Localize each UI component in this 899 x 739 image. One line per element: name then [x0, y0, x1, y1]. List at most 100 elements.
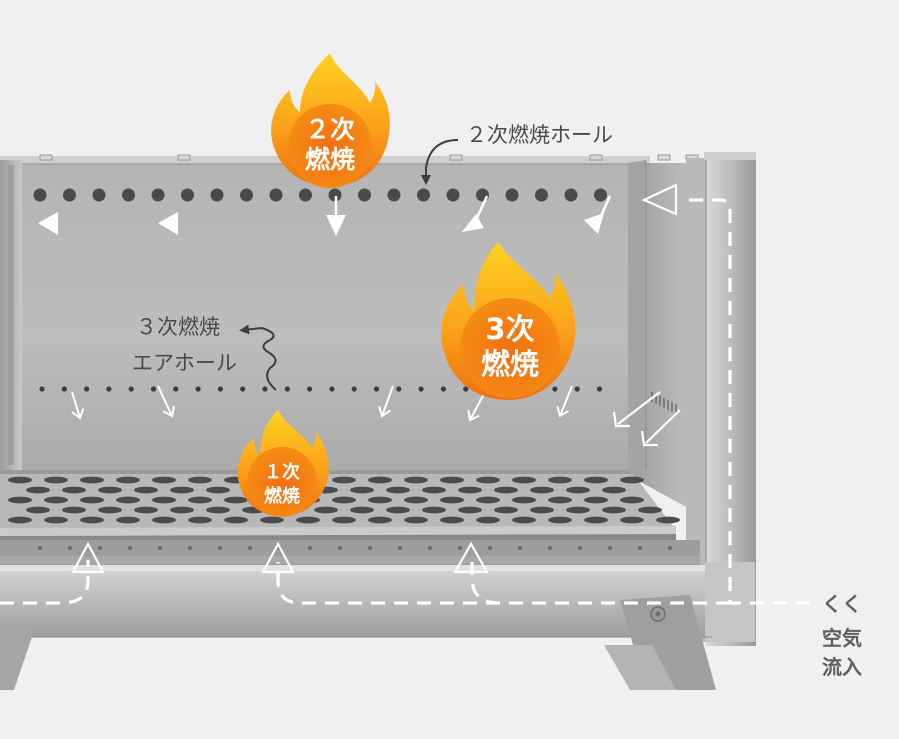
grate-hole	[440, 516, 464, 524]
base-hole	[308, 546, 312, 550]
base-hole	[398, 546, 402, 550]
airflow-path	[0, 198, 810, 605]
hole	[358, 188, 371, 202]
grate-hole	[350, 506, 374, 514]
grate-hole	[620, 476, 644, 484]
hole	[552, 386, 558, 392]
hole	[150, 386, 157, 392]
hole	[418, 386, 424, 392]
grate-hole	[530, 506, 554, 514]
base-hole	[98, 546, 102, 550]
hole	[61, 386, 67, 392]
left-triangle-icon	[38, 212, 58, 235]
air-inflow-line2: 流入	[822, 655, 862, 679]
down-arrow-icon	[381, 385, 394, 417]
grate-hole	[404, 476, 428, 484]
hole	[63, 188, 76, 202]
up-arrow-icon	[453, 541, 489, 574]
grate-hole	[26, 486, 50, 494]
grate-hole	[620, 516, 644, 524]
tertiary-air-label-line1: ３次燃焼	[136, 315, 220, 339]
down-arrow-icon	[469, 391, 486, 421]
hole	[195, 386, 201, 392]
arrowhead	[378, 406, 391, 418]
base-hole	[338, 546, 342, 550]
grate-hole	[116, 476, 140, 484]
grate-hole	[206, 506, 230, 514]
grate-hole	[80, 476, 104, 484]
grate-hole	[584, 516, 608, 524]
grate-hole	[188, 476, 212, 484]
bottom-intake-arrows	[71, 183, 678, 574]
grate-hole	[458, 506, 482, 514]
grate-hole	[566, 506, 590, 514]
hole	[299, 188, 312, 202]
grate-hole	[368, 516, 392, 524]
grate-hole	[224, 516, 248, 524]
base-hole	[188, 546, 192, 550]
grate-hole	[404, 496, 428, 504]
base-hole	[458, 546, 462, 550]
grate-hole	[440, 476, 464, 484]
grate-hole	[314, 506, 338, 514]
grate-hole	[638, 506, 662, 514]
grate-hole	[170, 486, 194, 494]
hole	[535, 188, 548, 202]
base-hole	[668, 546, 672, 550]
grate-hole	[512, 496, 536, 504]
hole	[564, 188, 578, 202]
grate-hole	[98, 506, 122, 514]
grate-hole	[188, 496, 212, 504]
grate-hole	[404, 516, 428, 524]
grate-hole	[368, 496, 392, 504]
tertiary-flame-line2: 燃焼	[481, 347, 539, 381]
grate-hole	[476, 516, 500, 524]
grate-hole	[422, 506, 446, 514]
down-arrow-icon	[559, 385, 573, 417]
tertiary-air-label-line2: エアホール	[132, 351, 237, 375]
grate-hole	[458, 486, 482, 494]
hole	[476, 188, 489, 202]
side-inflow-arrows	[612, 391, 681, 447]
grate-hole	[584, 476, 608, 484]
grate-hole	[422, 486, 446, 494]
secondary-flame: ２次 燃焼	[271, 53, 390, 188]
grate-hole	[386, 486, 410, 494]
grate-hole	[98, 486, 122, 494]
rivet	[657, 154, 671, 161]
hole	[594, 188, 607, 202]
hole	[396, 386, 402, 392]
grate-hole	[494, 486, 518, 494]
secondary-hole-callout: ２次燃焼ホール	[421, 123, 613, 185]
grate-hole	[8, 476, 32, 484]
hole	[92, 188, 106, 202]
grate-hole	[548, 516, 572, 524]
base-hole	[158, 546, 162, 550]
hole	[269, 188, 283, 202]
air-inflow-chevrons: くく	[822, 592, 862, 616]
left-arrow-icon	[641, 183, 678, 216]
fire-grate	[0, 470, 680, 542]
down-triangle-icon	[326, 215, 346, 236]
base-hole	[518, 546, 522, 550]
hole	[217, 386, 223, 392]
hole	[122, 188, 135, 202]
grate-hole	[8, 516, 32, 524]
hole	[84, 386, 90, 392]
hole	[596, 386, 603, 392]
hole	[329, 386, 335, 392]
rivet	[39, 154, 53, 161]
hole	[39, 386, 45, 392]
hole	[387, 188, 401, 202]
hole	[181, 188, 194, 202]
grate-hole	[476, 496, 500, 504]
up-arrow-icon	[261, 541, 295, 574]
grate-hole	[152, 516, 176, 524]
tertiary-flame: 3次 燃焼	[441, 242, 576, 400]
grate-hole	[656, 516, 680, 524]
hole	[128, 386, 134, 392]
air-inflow-line1: 空気	[822, 626, 862, 650]
base-hole	[68, 546, 72, 550]
hole	[307, 386, 313, 392]
